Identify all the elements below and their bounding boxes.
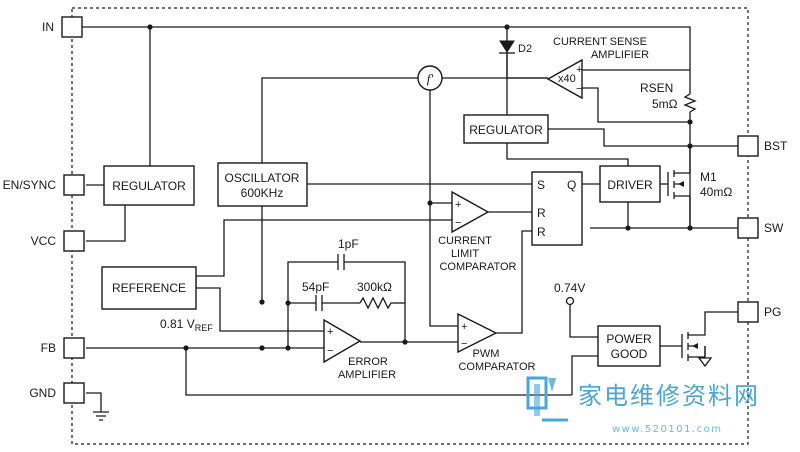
watermark-title: 家电维修资料网: [578, 382, 760, 410]
svg-text:ERROR: ERROR: [348, 356, 388, 368]
pwm-comparator: + − PWM COMPARATOR: [457, 312, 536, 373]
svg-text:0.81 VREF: 0.81 VREF: [160, 317, 213, 333]
mosfet-pg: [681, 326, 706, 361]
error-amplifier: + − ERROR AMPLIFIER: [323, 318, 396, 381]
pin-in: IN: [42, 16, 83, 38]
pin-en-sync: EN/SYNC: [3, 174, 85, 196]
svg-text:54pF: 54pF: [302, 280, 329, 294]
summing-node: f': [417, 65, 443, 91]
svg-text:+: +: [576, 64, 582, 76]
junction-dots: [147, 24, 693, 351]
svg-text:40mΩ: 40mΩ: [700, 185, 732, 199]
resistor-300k: 300kΩ: [357, 280, 394, 310]
svg-text:AMPLIFIER: AMPLIFIER: [338, 369, 396, 381]
capacitor-1pf: 1pF: [337, 237, 359, 270]
current-sense-label-1: CURRENT SENSE: [553, 36, 647, 48]
svg-text:0.74V: 0.74V: [554, 281, 585, 295]
svg-text:f': f': [427, 71, 434, 86]
reference-block: REFERENCE: [101, 266, 197, 310]
watermark-url: www.520101.com: [612, 424, 723, 435]
pin-sw: SW: [737, 217, 784, 239]
svg-text:5mΩ: 5mΩ: [652, 97, 678, 111]
oscillator-block: OSCILLATOR 600KHz: [217, 162, 308, 207]
svg-text:D2: D2: [518, 43, 532, 55]
regulator-right-block: REGULATOR: [463, 114, 549, 144]
svg-text:x40: x40: [558, 73, 576, 85]
power-good-block: POWER GOOD: [597, 325, 661, 367]
svg-text:−: −: [327, 345, 333, 357]
svg-text:REGULATOR: REGULATOR: [112, 179, 186, 193]
svg-text:−: −: [455, 217, 461, 229]
svg-text:−: −: [576, 83, 582, 95]
pin-vcc: VCC: [31, 230, 85, 252]
diode-d2: D2: [499, 40, 532, 55]
regulator-left-block: REGULATOR: [103, 165, 195, 206]
pin-label-en-sync: EN/SYNC: [3, 178, 57, 192]
svg-text:R: R: [537, 225, 546, 239]
svg-text:+: +: [327, 326, 333, 338]
svg-text:M1: M1: [700, 170, 717, 184]
chip-outline: [71, 7, 749, 445]
svg-text:POWER: POWER: [606, 332, 652, 346]
svg-text:1pF: 1pF: [338, 237, 359, 251]
svg-text:REGULATOR: REGULATOR: [469, 123, 543, 137]
resistor-rsen: RSEN 5mΩ: [640, 81, 697, 113]
driver-block: DRIVER: [599, 165, 661, 203]
ground-symbol-pg: [697, 357, 713, 368]
svg-text:COMPARATOR: COMPARATOR: [458, 361, 535, 373]
svg-text:−: −: [461, 338, 467, 350]
pin-label-gnd: GND: [29, 386, 56, 400]
svg-text:300kΩ: 300kΩ: [357, 280, 392, 294]
svg-text:600KHz: 600KHz: [241, 186, 284, 200]
ground-symbol-gnd: [93, 411, 109, 421]
svg-text:CURRENT: CURRENT: [438, 235, 492, 247]
pin-bst: BST: [737, 135, 788, 157]
svg-text:RSEN: RSEN: [640, 81, 673, 95]
pin-label-vcc: VCC: [31, 234, 57, 248]
watermark-logo-icon: [526, 376, 568, 422]
svg-text:PWM: PWM: [473, 348, 500, 360]
vref-label: 0.81 VREF: [160, 317, 213, 333]
svg-text:GOOD: GOOD: [611, 347, 648, 361]
pin-gnd: GND: [29, 382, 85, 404]
svg-text:REFERENCE: REFERENCE: [112, 281, 186, 295]
sr-latch-block: S R R Q: [531, 171, 583, 246]
svg-text:Q: Q: [567, 178, 576, 192]
pin-label-pg: PG: [764, 305, 781, 319]
pin-label-in: IN: [42, 20, 54, 34]
pin-fb: FB: [41, 337, 85, 359]
pin-pg: PG: [737, 301, 781, 323]
capacitor-54pf: 54pF: [302, 280, 329, 311]
svg-text:+: +: [455, 199, 461, 211]
pin-label-fb: FB: [41, 341, 56, 355]
pin-label-bst: BST: [764, 139, 788, 153]
wiring: [74, 26, 738, 412]
current-sense-label-2: AMPLIFIER: [591, 49, 649, 61]
pin-label-sw: SW: [764, 221, 784, 235]
mosfet-m1: M1 40mΩ: [667, 170, 732, 199]
svg-text:COMPARATOR: COMPARATOR: [439, 261, 516, 273]
voltage-074: 0.74V: [554, 281, 585, 306]
current-sense-amplifier: x40 + − CURRENT SENSE AMPLIFIER: [546, 36, 649, 100]
svg-text:R: R: [537, 206, 546, 220]
watermark: 家电维修资料网 www.520101.com: [526, 376, 760, 435]
svg-text:+: +: [461, 321, 467, 333]
current-limit-comparator: + − CURRENT LIMIT COMPARATOR: [438, 190, 517, 273]
svg-text:S: S: [537, 178, 545, 192]
svg-text:DRIVER: DRIVER: [607, 178, 653, 192]
svg-text:OSCILLATOR: OSCILLATOR: [225, 171, 300, 185]
svg-text:LIMIT: LIMIT: [451, 248, 479, 260]
